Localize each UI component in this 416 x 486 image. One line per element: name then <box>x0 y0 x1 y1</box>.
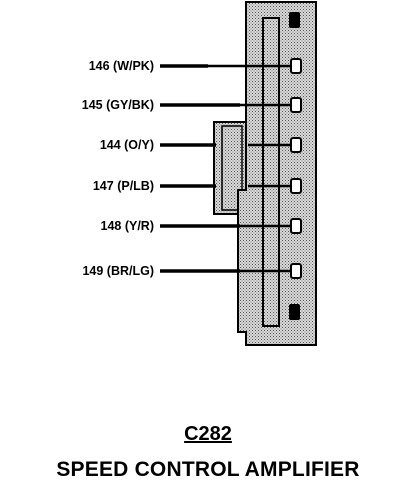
connector-channel <box>262 17 280 327</box>
terminal-cavity <box>290 218 302 234</box>
terminal-cavity <box>290 97 302 113</box>
wire-labels: 146 (W/PK) 145 (GY/BK) 144 (O/Y) 147 (P/… <box>82 59 154 278</box>
terminals <box>290 58 302 279</box>
connector-key-top <box>289 12 300 28</box>
wire-runs <box>208 64 292 273</box>
connector-id: C282 <box>184 423 232 445</box>
terminal-cavity <box>290 58 302 74</box>
wire-label-144: 144 (O/Y) <box>100 138 154 152</box>
terminal-cavity <box>290 178 302 194</box>
wire-label-145: 145 (GY/BK) <box>82 98 154 112</box>
wire-label-146: 146 (W/PK) <box>89 59 154 73</box>
connector-latch-inner <box>221 125 243 211</box>
component-name: SPEED CONTROL AMPLIFIER <box>56 458 360 481</box>
terminal-cavity <box>290 137 302 153</box>
connector-key-bottom <box>289 304 300 320</box>
wire-label-147: 147 (P/LB) <box>93 179 154 193</box>
wire-label-149: 149 (BR/LG) <box>82 264 154 278</box>
terminal-cavity <box>290 263 302 279</box>
wire-leads <box>160 64 240 273</box>
wire-label-148: 148 (Y/R) <box>101 219 155 233</box>
